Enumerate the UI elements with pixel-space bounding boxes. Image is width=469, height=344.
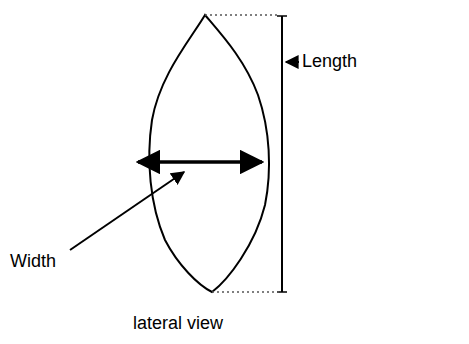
dimension-label: Length xyxy=(302,52,357,72)
extension-line xyxy=(205,14,280,16)
seed-outline xyxy=(149,15,269,292)
dimension-label: Width xyxy=(10,252,56,272)
length-tick xyxy=(277,15,287,17)
extension-line xyxy=(212,291,280,293)
leader-arrow xyxy=(286,61,299,63)
caption: lateral view xyxy=(133,314,223,334)
width-arrow xyxy=(138,160,262,164)
length-line xyxy=(281,16,283,292)
leader-arrow xyxy=(70,172,184,250)
